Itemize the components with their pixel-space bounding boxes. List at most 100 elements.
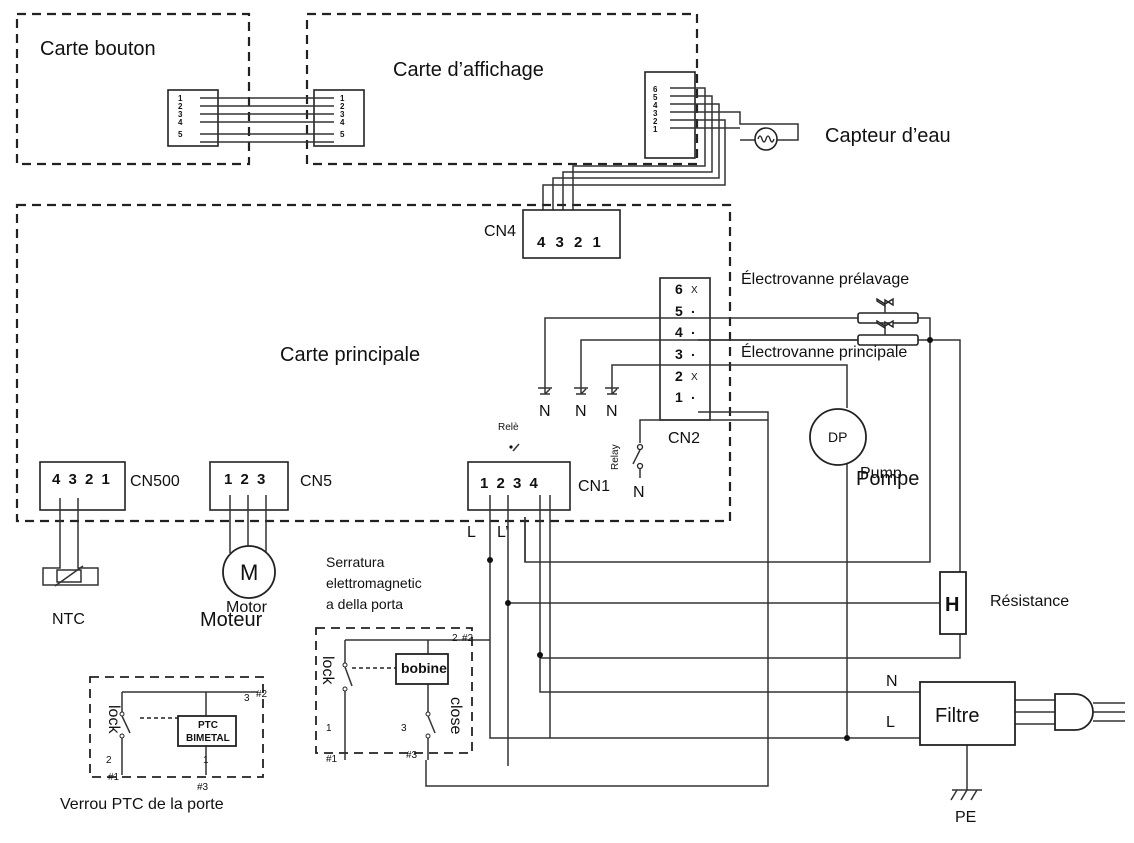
button-connector-pins: 1 2 3 4 5 1 2 3 4 5 [178, 94, 345, 139]
display-board-output-connector [644, 71, 696, 159]
em-lock-close-label: close [447, 697, 464, 734]
svg-text:N: N [606, 403, 618, 420]
svg-text:2: 2 [675, 368, 683, 384]
svg-text:5: 5 [675, 303, 683, 319]
em-lock-title-1: Serratura [326, 554, 385, 570]
svg-text:.: . [691, 386, 695, 402]
display-board-input-connector [313, 89, 365, 147]
cn1-pins: 1 2 3 4 [480, 475, 540, 492]
svg-text:4: 4 [340, 118, 345, 127]
cn2-label: CN2 [668, 430, 700, 447]
svg-text:1: 1 [340, 94, 345, 103]
em-lock-pin-h3: #3 [406, 750, 418, 761]
cn1-connector [467, 461, 571, 511]
svg-text:X: X [691, 285, 698, 296]
svg-text:5: 5 [653, 93, 658, 102]
line-l-prime-label: L’ [497, 524, 509, 541]
relay-n-label: N [633, 484, 645, 501]
cn5-label: CN5 [300, 473, 332, 490]
relay-vertical-label: Relay [610, 444, 621, 470]
cn2-pins: 6 5 4 3 2 1 X . . . X . [675, 281, 698, 405]
ptc-lock-wiring [121, 691, 258, 775]
ptc-pin-2: 2 [106, 755, 112, 766]
em-lock-pin-3: 3 [401, 723, 407, 734]
em-lock-pin-2: 2 [452, 633, 458, 644]
svg-text:.: . [691, 300, 695, 316]
junction-dot [844, 735, 850, 741]
heater-label: Résistance [990, 593, 1069, 610]
ptc-lock-title: Verrou PTC de la porte [60, 796, 224, 813]
water-sensor-label: Capteur d’eau [825, 125, 951, 147]
filter-l-label: L [886, 714, 895, 731]
cn500-connector [39, 461, 126, 511]
svg-text:3: 3 [653, 109, 658, 118]
svg-text:.: . [691, 343, 695, 359]
heater-icon [939, 571, 967, 635]
triac-n-labels: N N N [539, 403, 618, 420]
filter-label: Filtre [935, 705, 979, 727]
ptc-label-1: PTC [198, 720, 218, 731]
junction-dot [927, 337, 933, 343]
svg-text:.: . [691, 321, 695, 337]
cn4-pins: 4 3 2 1 [537, 234, 604, 251]
cn4-label: CN4 [484, 223, 516, 240]
svg-text:5: 5 [178, 130, 183, 139]
cn500-label: CN500 [130, 473, 180, 490]
junction-dot [537, 652, 543, 658]
svg-text:N: N [539, 403, 551, 420]
ptc-pin-h1: #1 [108, 772, 120, 783]
cn5-pins: 1 2 3 [224, 471, 267, 488]
em-lock-title-3: a della porta [326, 596, 403, 612]
svg-text:6: 6 [653, 85, 658, 94]
coil-label: bobine [401, 660, 447, 676]
motor-label-fr: Moteur [200, 609, 263, 631]
pump-icon [809, 408, 867, 466]
button-board-connector [167, 89, 219, 147]
motor-icon [222, 545, 276, 599]
mains-wiring [456, 495, 1055, 790]
cn4-connector [522, 209, 621, 259]
main-board-title: Carte principale [280, 344, 420, 366]
main-valve-icon [857, 319, 919, 346]
svg-text:3: 3 [178, 110, 183, 119]
ptc-bimetal-box [177, 715, 237, 747]
svg-text:2: 2 [653, 117, 658, 126]
em-lock-title-2: elettromagnetic [326, 575, 422, 591]
ptc-lock-switch-icon [119, 711, 131, 739]
heater-symbol: H [945, 594, 959, 616]
cn1-label: CN1 [578, 478, 610, 495]
main-valve-label: Électrovanne principale [741, 342, 907, 361]
em-lock-pin-h1: #1 [326, 754, 338, 765]
prewash-valve-label: Électrovanne prélavage [741, 269, 909, 288]
em-lock-close-switch-icon [425, 711, 436, 739]
filter-box [919, 681, 1016, 746]
em-lock-outline [315, 627, 473, 754]
svg-text:3: 3 [340, 110, 345, 119]
cn5-connector [209, 461, 289, 511]
svg-text:2: 2 [340, 102, 345, 111]
svg-text:1: 1 [653, 125, 658, 134]
filter-n-label: N [886, 673, 898, 690]
ptc-lock-outline [89, 676, 264, 778]
junction-dot [505, 600, 511, 606]
triac-symbols [538, 387, 619, 395]
prewash-valve-icon [857, 297, 919, 324]
pump-label-fr: Pompe [856, 468, 919, 490]
motor-symbol: M [240, 560, 258, 585]
ptc-pin-h3: #3 [197, 782, 209, 793]
plug-icon [1054, 693, 1125, 731]
cn500-pins: 4 3 2 1 [52, 471, 112, 488]
display-connector-pins: 6 5 4 3 2 1 [653, 85, 658, 134]
svg-text:4: 4 [653, 101, 658, 110]
pe-label: PE [955, 809, 976, 826]
ptc-pin-3: 3 [244, 693, 250, 704]
relay-contact-icon [509, 419, 768, 478]
motor-label-en: Motor [226, 599, 268, 616]
svg-text:5: 5 [340, 130, 345, 139]
ground-icon [950, 789, 982, 801]
svg-text:1: 1 [178, 94, 183, 103]
coil-box [395, 653, 449, 685]
display-board-outline [305, 12, 699, 166]
ptc-pin-1: 1 [203, 755, 209, 766]
